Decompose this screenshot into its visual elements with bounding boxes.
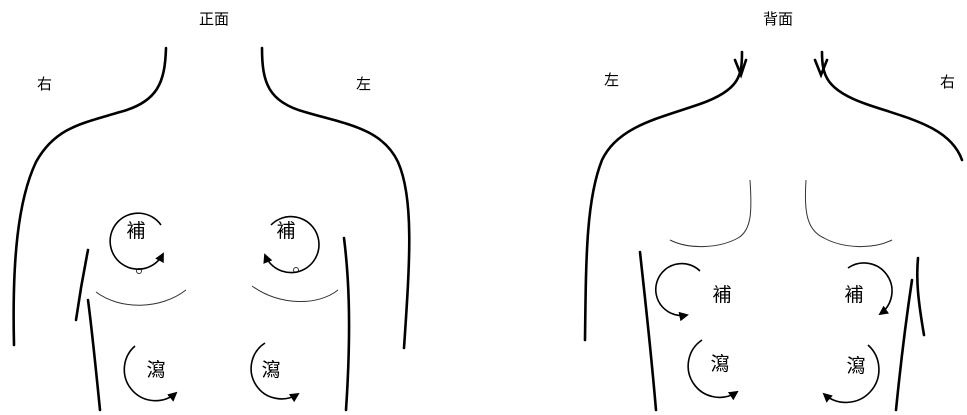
front-lower-left-label: 瀉 (261, 359, 280, 381)
front-chest-lines (96, 268, 338, 306)
back-outline-torso-left (640, 252, 656, 410)
front-outline-neck-right (14, 48, 166, 345)
front-chest-line-left (252, 286, 338, 302)
front-outline-torso-right-upper (76, 250, 88, 320)
front-outline-neck-left (262, 48, 409, 348)
back-upper-left-arrow (656, 264, 700, 316)
back-lower-left-label: 瀉 (710, 353, 729, 375)
front-torso (14, 48, 410, 410)
back-outline-torso-right-lower (896, 280, 912, 410)
back-upper-left-label: 補 (712, 284, 731, 306)
back-lower-right-label: 瀉 (846, 355, 865, 377)
back-shoulder-blade-lines (670, 180, 892, 247)
front-upper-right-label: 補 (126, 220, 145, 242)
front-lower-right-label: 瀉 (146, 359, 165, 381)
front-outline-torso-right-lower (88, 300, 100, 410)
front-chest-line-right (96, 290, 186, 305)
back-upper-right-label: 補 (844, 284, 863, 306)
back-shoulder-blade-left (670, 180, 751, 247)
back-torso (585, 52, 962, 410)
front-outline-torso-left (344, 238, 349, 410)
back-outline-neck-right (822, 52, 962, 160)
back-shoulder-blade-right (805, 180, 892, 247)
back-outline-torso-right (917, 258, 924, 335)
front-upper-left-label: 補 (276, 220, 295, 242)
